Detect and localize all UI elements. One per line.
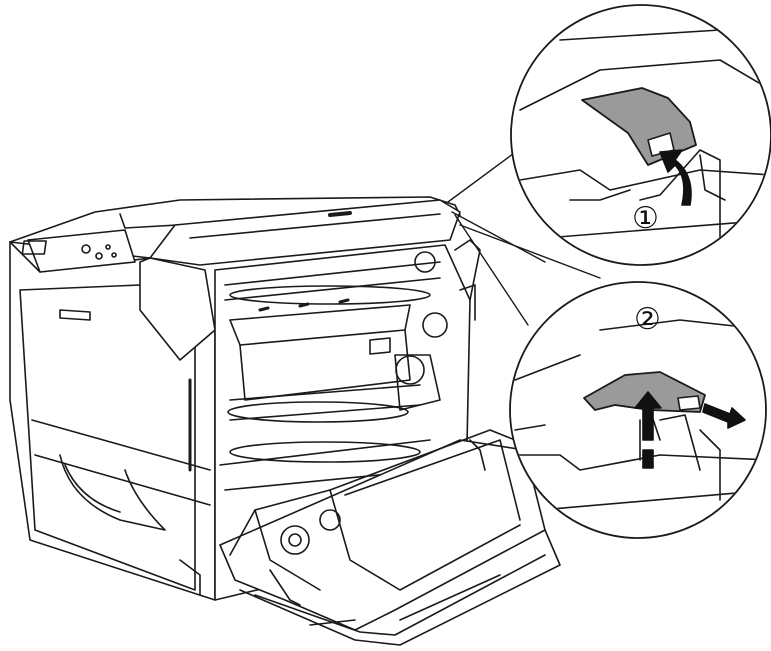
button-circle-icon: [81, 244, 91, 254]
gear-icon: [280, 525, 310, 555]
gear-icon: [319, 509, 341, 531]
open-front-door: [219, 429, 561, 646]
step-1-marker: ①: [632, 201, 659, 236]
button-circle-icon: [95, 252, 103, 260]
lift-up-arrow-icon: [634, 391, 662, 441]
open-top-cover: [139, 199, 461, 361]
gear-icon: [422, 312, 448, 338]
push-up-arrow-icon: [659, 149, 692, 206]
control-panel: [21, 229, 136, 273]
step-2-marker: ②: [634, 302, 661, 337]
pull-out-arrow-icon: [702, 403, 746, 429]
display-screen: [21, 240, 47, 255]
gear-icon: [414, 251, 436, 273]
callout-step-2: ②: [509, 281, 767, 539]
callout-step-1: ①: [510, 4, 771, 266]
release-tab: [583, 371, 706, 413]
led-dot-icon: [111, 252, 117, 258]
led-dot-icon: [105, 244, 111, 250]
